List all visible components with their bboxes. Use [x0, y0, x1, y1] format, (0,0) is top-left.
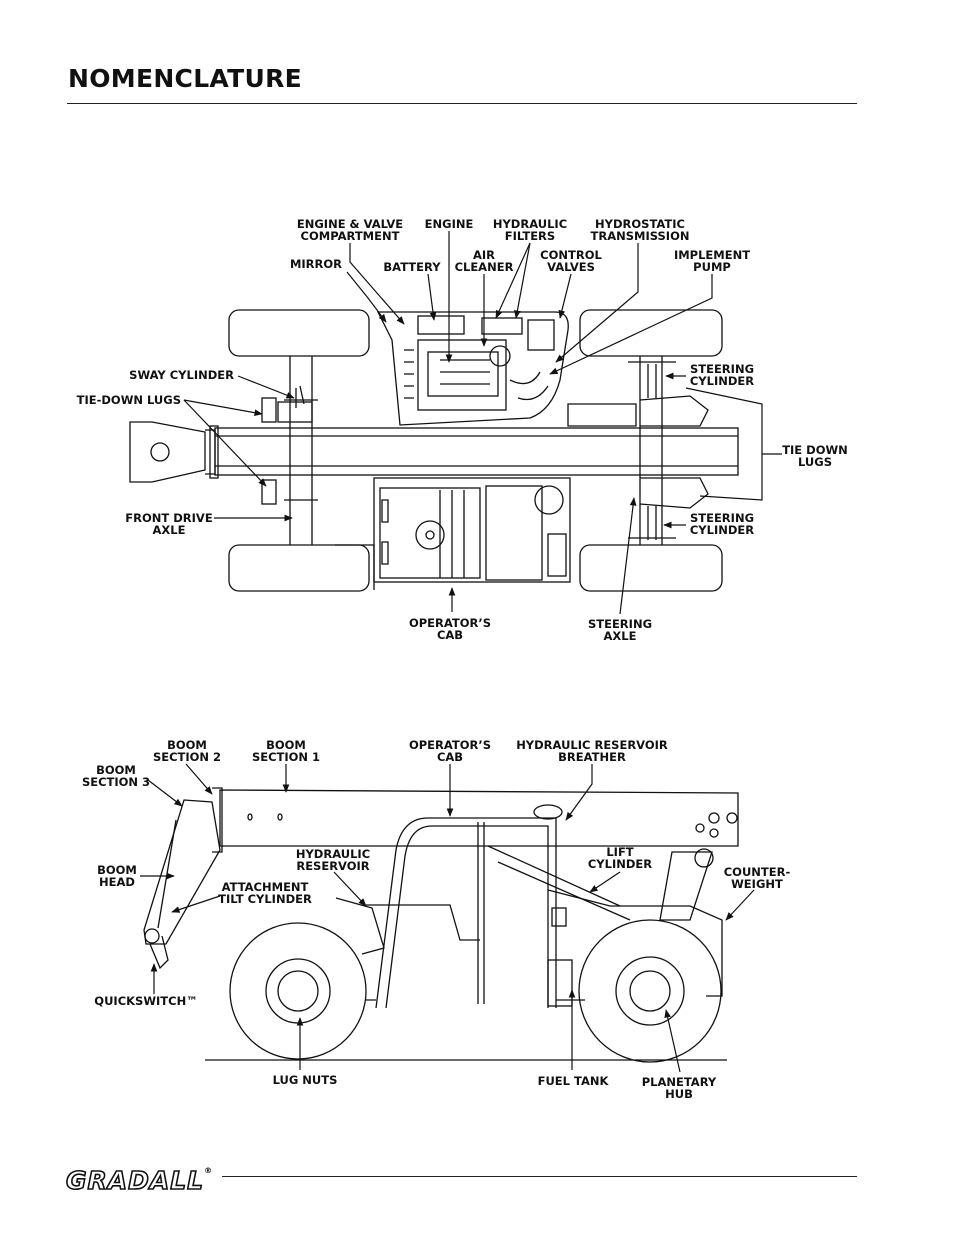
boom-top-view: [214, 427, 739, 476]
registered-mark: ®: [204, 1166, 214, 1175]
label-quickswitch: QUICKSWITCH™: [94, 994, 197, 1008]
label-lug-nuts: LUG NUTS: [273, 1073, 338, 1087]
label-sway-cylinder: SWAY CYLINDER: [129, 368, 234, 382]
top-view-leaders: [183, 231, 782, 615]
top-view-drawing: [129, 309, 739, 592]
breather-shape: [533, 804, 563, 820]
boom-section-3-shape: [143, 799, 221, 945]
boom-section-1-shape: [219, 789, 739, 847]
rear-tire-side: [578, 919, 722, 1063]
label-tie-down-lugs-left: TIE-DOWN LUGS: [77, 393, 181, 407]
label-fuel-tank: FUEL TANK: [538, 1074, 610, 1088]
air-cleaner-round: [534, 485, 564, 515]
logo-text: GRADALL: [65, 1165, 205, 1196]
front-right-tire: [228, 544, 370, 592]
operators-cab-frame: [375, 817, 557, 1009]
label-mirror: MIRROR: [290, 257, 342, 271]
header-rule: [67, 103, 857, 104]
quickswitch-shape: [144, 928, 160, 944]
footer-rule: [222, 1176, 857, 1177]
rear-right-tire: [579, 544, 723, 592]
gradall-logo: GRADALL®: [65, 1165, 214, 1196]
fuel-tank-shape: [547, 959, 573, 1007]
engine-compartment-outline: [376, 311, 569, 426]
front-left-tire: [228, 309, 370, 357]
operators-cab-top-view: [373, 477, 571, 583]
side-view-drawing: [143, 787, 739, 1063]
front-drive-axle-shape: [284, 356, 318, 545]
label-counterweight: COUNTER-WEIGHT: [724, 865, 791, 891]
side-view-leaders: [140, 763, 755, 1073]
hydraulic-reservoir-shape: [335, 897, 385, 955]
front-tire-side: [229, 922, 367, 1060]
steering-axle-shape: [628, 356, 676, 545]
label-battery: BATTERY: [383, 260, 441, 274]
lift-cylinder-shape: [487, 845, 631, 921]
boom-head-top-view: [129, 421, 206, 483]
rear-left-tire: [579, 309, 723, 357]
label-engine: ENGINE: [425, 217, 474, 231]
page-title: NOMENCLATURE: [68, 64, 303, 93]
